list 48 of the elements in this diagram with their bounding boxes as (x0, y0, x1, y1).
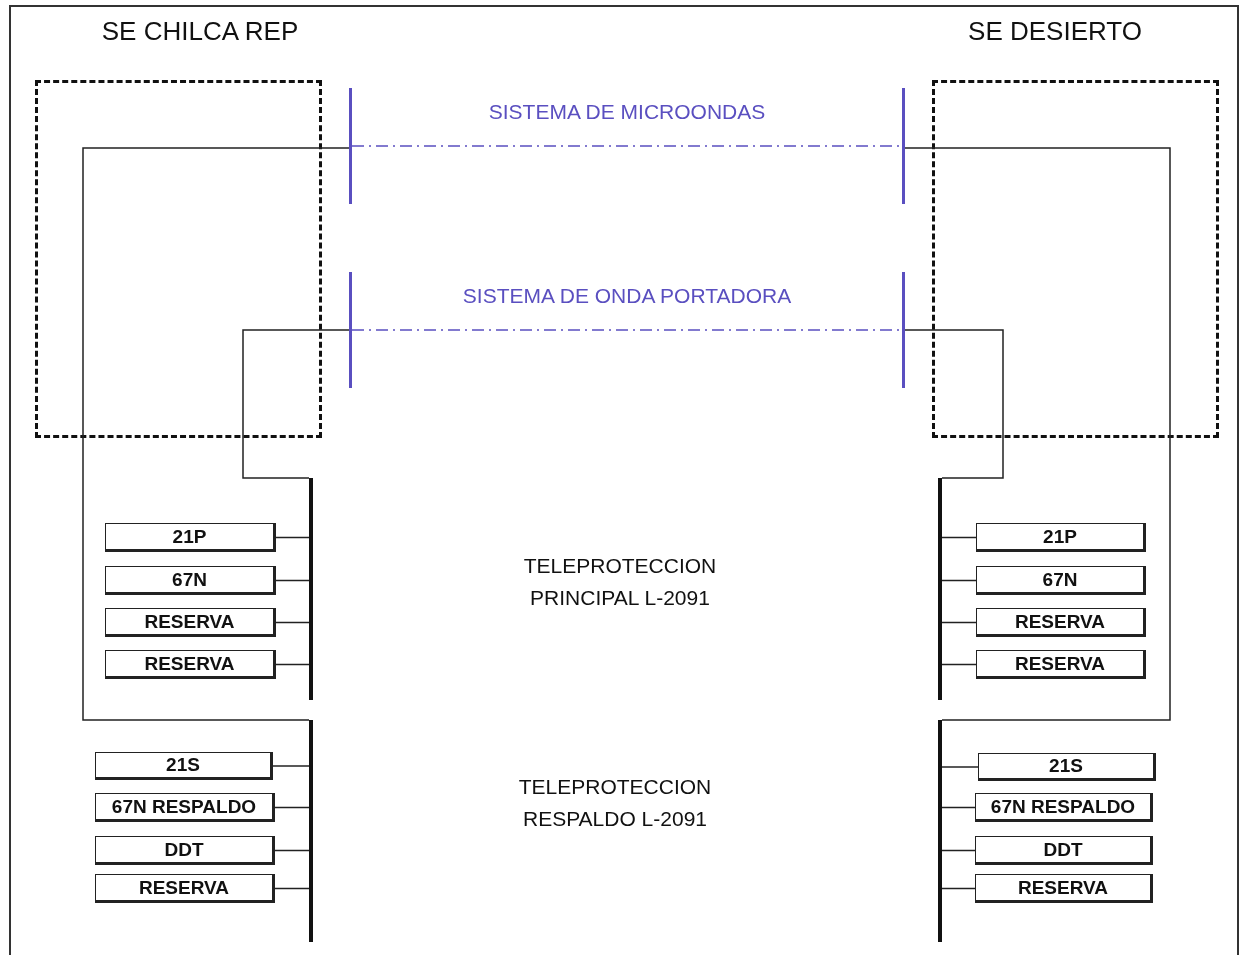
wire (275, 536, 310, 539)
relay-box: RESERVA (95, 874, 275, 903)
station-title: SE CHILCA REP (100, 15, 300, 48)
system-label: TELEPROTECCION RESPALDO L-2091 (517, 774, 713, 832)
relay-box: 21S (95, 752, 273, 780)
wire (941, 806, 976, 809)
relay-box: RESERVA (976, 608, 1146, 637)
relay-box: RESERVA (105, 650, 276, 679)
relay-box: 67N RESPALDO (975, 793, 1153, 822)
relay-box: DDT (95, 836, 275, 865)
equipment-marker-bar (902, 88, 905, 204)
wire (941, 536, 977, 539)
wire (941, 579, 977, 582)
wire (941, 766, 979, 768)
system-label: TELEPROTECCION PRINCIPAL L-2091 (522, 553, 718, 611)
equipment-marker-bar (349, 272, 352, 388)
wire (272, 765, 310, 767)
relay-box: 21P (976, 523, 1146, 552)
relay-box: 67N RESPALDO (95, 793, 275, 822)
wire (275, 579, 310, 582)
wire (275, 663, 310, 666)
bus-bar (938, 478, 942, 700)
relay-box: 67N (105, 566, 276, 595)
wire (274, 806, 310, 809)
wire (904, 329, 1004, 479)
relay-box: RESERVA (105, 608, 276, 637)
equipment-marker-bar (902, 272, 905, 388)
wire (904, 147, 1171, 721)
wire (941, 663, 977, 666)
station-title: SE DESIERTO (967, 15, 1143, 48)
wire (274, 887, 310, 890)
relay-box: RESERVA (976, 650, 1146, 679)
relay-box: 67N (976, 566, 1146, 595)
wire (242, 329, 350, 479)
relay-box: DDT (975, 836, 1153, 865)
relay-box: RESERVA (975, 874, 1153, 903)
bus-bar (938, 720, 942, 942)
bus-bar (309, 478, 313, 700)
wire (941, 621, 977, 624)
wire (941, 887, 976, 890)
wire (941, 849, 976, 852)
equipment-marker-bar (349, 88, 352, 204)
bus-bar (309, 720, 313, 942)
relay-box: 21S (978, 753, 1156, 781)
wire (82, 147, 350, 721)
wire (274, 849, 310, 852)
relay-box: 21P (105, 523, 276, 552)
wire (275, 621, 310, 624)
